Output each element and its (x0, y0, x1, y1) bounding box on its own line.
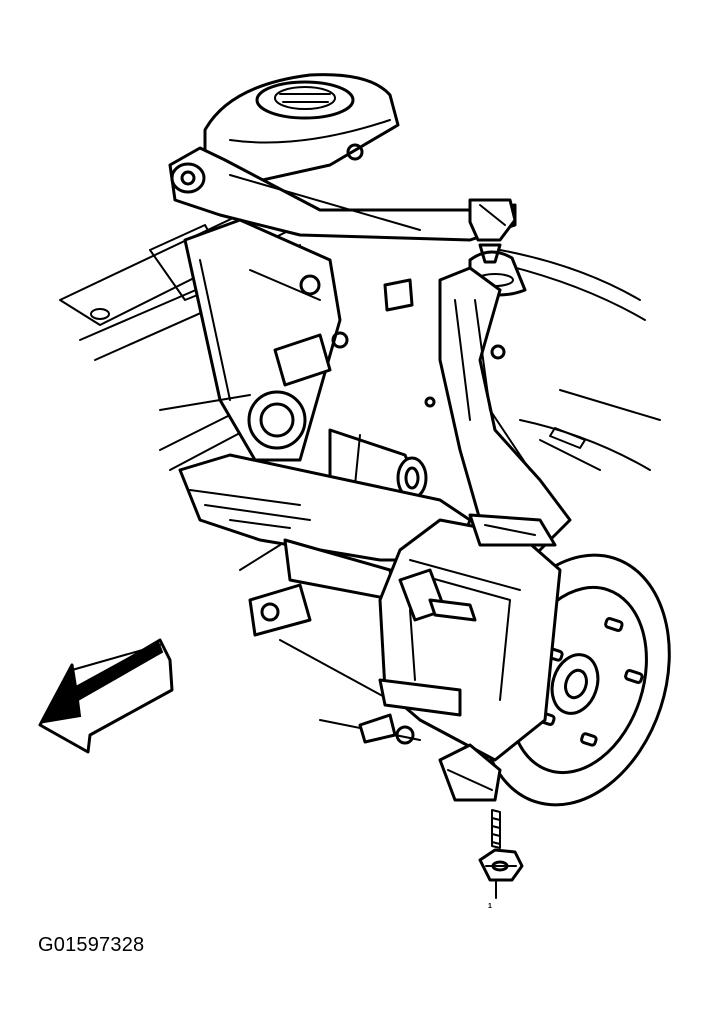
frame-bracket (159, 218, 414, 462)
lower-ball-joint-stud (491, 809, 501, 849)
upper-control-arm (168, 146, 517, 242)
front-direction-arrow-icon (38, 638, 174, 754)
spring-seat (203, 73, 400, 187)
lower-control-arm (178, 453, 472, 741)
callout-number: 1 (488, 903, 492, 910)
chassis-frame (59, 209, 661, 471)
figure-id-label: G01597328 (38, 934, 145, 956)
nut-icon (478, 848, 524, 882)
brake-caliper (358, 513, 562, 762)
steering-knuckle (424, 266, 572, 562)
lower-ball-joint (438, 743, 502, 802)
